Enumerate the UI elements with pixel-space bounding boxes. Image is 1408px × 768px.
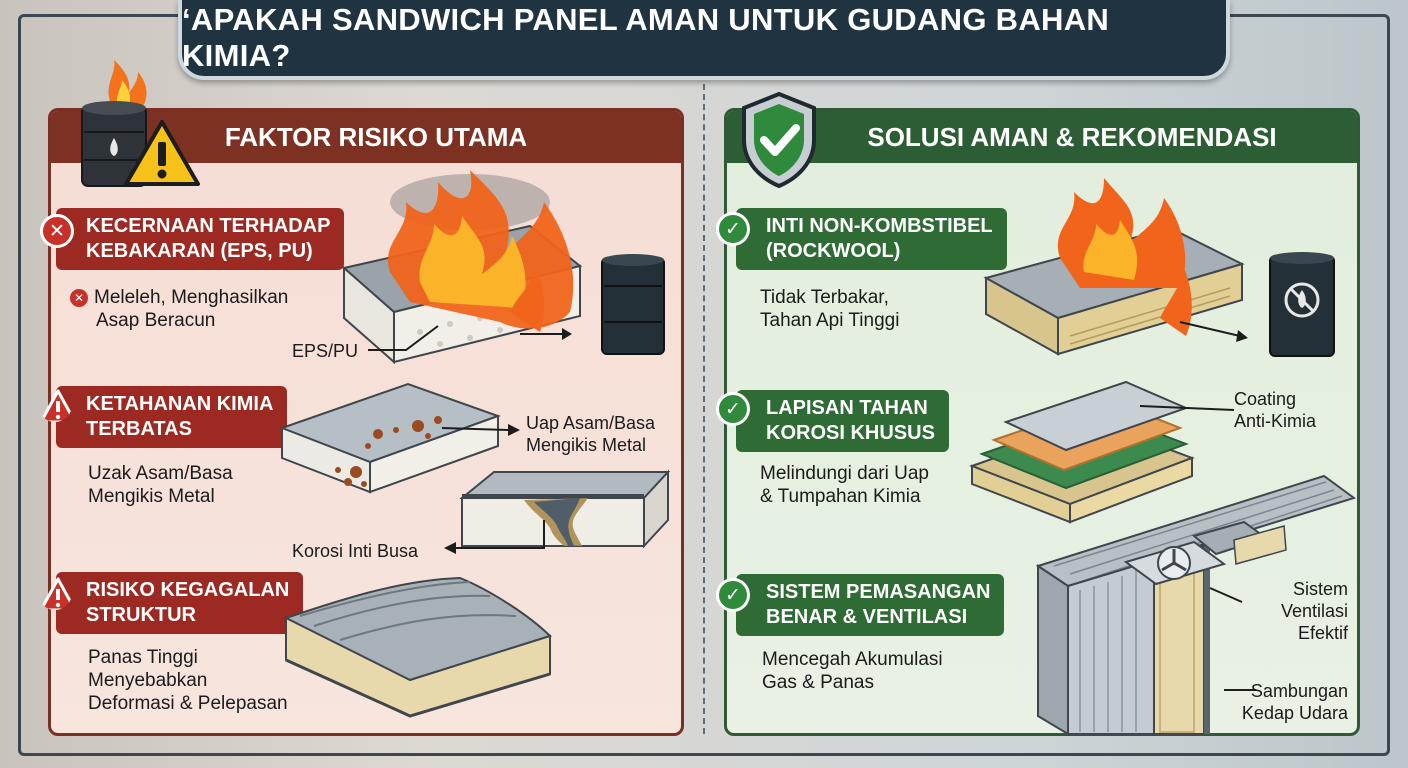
center-divider <box>703 84 705 734</box>
alert-triangle-icon <box>39 389 72 422</box>
coating-callout-line <box>1139 405 1235 411</box>
fire-barrel-icon <box>81 60 147 187</box>
eps-pu-callout: EPS/PU <box>292 341 359 361</box>
burning-eps-panel-illustration <box>341 170 665 365</box>
risk-flammability-desc: ✕Meleleh, Menghasilkan Asap Beracun <box>70 286 288 332</box>
solution-panel-heading: SOLUSI AMAN & REKOMENDASI <box>727 111 1357 163</box>
check-circle-icon: ✓ <box>716 212 750 246</box>
x-circle-icon: ✕ <box>40 214 74 248</box>
acid-vapor-callout: Uap Asam/Basa Mengikis Metal <box>526 413 656 455</box>
anti-chemical-coating-callout: Coating Anti-Kimia <box>1234 389 1317 431</box>
check-circle-icon: ✓ <box>716 392 750 426</box>
foam-corrosion-callout-line <box>444 520 545 554</box>
warning-icon <box>124 120 200 186</box>
shield-check-icon <box>742 91 816 189</box>
risk-chemical-desc: Uzak Asam/Basa Mengikis Metal <box>88 463 233 507</box>
x-circle-icon: ✕ <box>70 289 88 307</box>
check-circle-icon: ✓ <box>716 578 750 612</box>
foam-core-corrosion-illustration <box>459 469 671 549</box>
foam-corrosion-callout: Korosi Inti Busa <box>292 541 419 561</box>
page-title-text: ‘APAKAH SANDWICH PANEL AMAN UNTUK GUDANG… <box>182 2 1110 73</box>
solution-rockwool-label: INTI NON-KOMBSTIBEL (ROCKWOOL) <box>736 208 1007 270</box>
solution-coating-desc: Melindungi dari Uap & Tumpahan Kimia <box>760 463 929 507</box>
acid-callout-line <box>441 424 520 436</box>
risk-flammability-label: KECERNAAN TERHADAP KEBAKARAN (EPS, PU) <box>56 208 345 270</box>
ventilation-callout: Sistem Ventilasi Efektif <box>1280 579 1348 643</box>
eps-pu-callout-line <box>368 325 439 351</box>
solution-coating-label: LAPISAN TAHAN KOROSI KHUSUS <box>736 390 949 452</box>
solution-installation-desc: Mencegah Akumulasi Gas & Panas <box>762 649 943 693</box>
alert-triangle-icon <box>39 577 72 610</box>
solution-installation-label: SISTEM PEMASANGAN BENAR & VENTILASI <box>736 574 1005 636</box>
deformed-panel-illustration <box>283 576 552 718</box>
anti-corrosion-layers-illustration <box>969 380 1195 524</box>
risk-structure-desc: Panas Tinggi Menyebabkan Deformasi & Pel… <box>88 647 288 714</box>
page-title: ‘APAKAH SANDWICH PANEL AMAN UNTUK GUDANG… <box>178 0 1230 80</box>
rockwool-panel-illustration <box>983 178 1335 357</box>
risk-structure-label: RISIKO KEGAGALAN STRUKTUR <box>56 572 304 634</box>
risk-chemical-label: KETAHANAN KIMIA TERBATAS <box>56 386 288 448</box>
corroded-panel-illustration <box>279 382 501 494</box>
solution-rockwool-desc: Tidak Terbakar, Tahan Api Tinggi <box>760 287 900 331</box>
ventilated-wall-illustration <box>1035 474 1356 736</box>
airtight-joint-callout: Sambungan Kedap Udara <box>1241 681 1348 723</box>
